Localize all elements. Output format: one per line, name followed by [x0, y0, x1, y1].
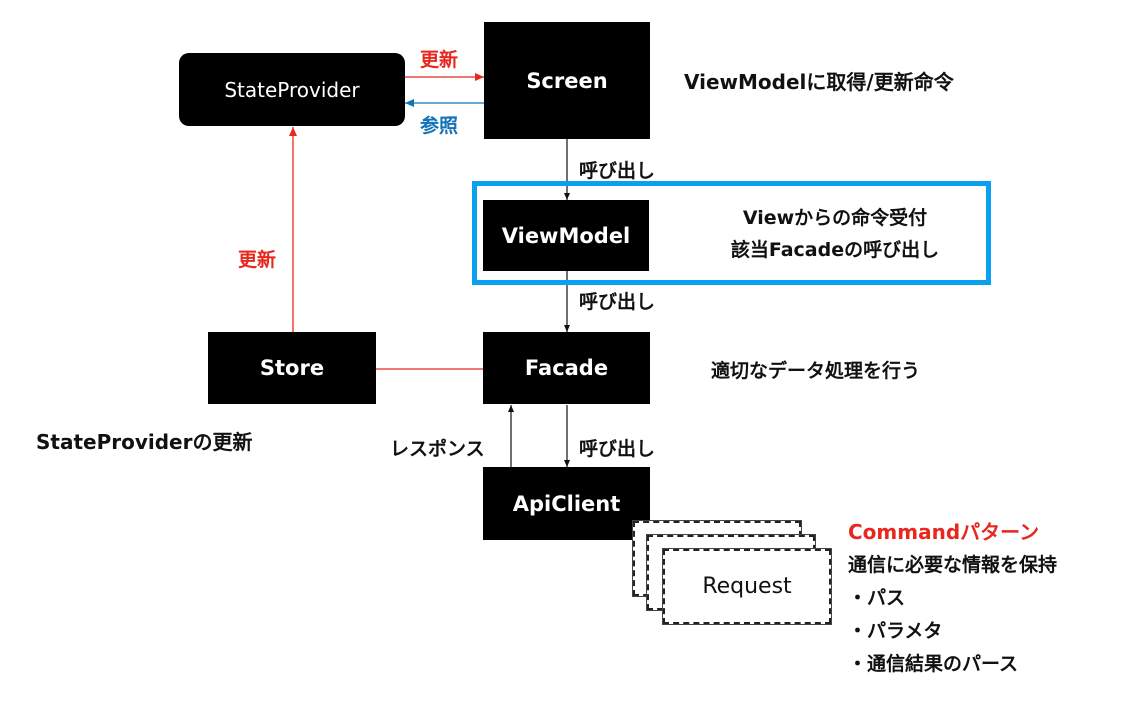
viewmodel-note-line1: Viewからの命令受付	[742, 207, 928, 229]
viewmodel-note: Viewからの命令受付 該当Facadeの呼び出し	[690, 202, 980, 266]
node-request-label: Request	[702, 574, 792, 599]
command-pattern-item: ・通信結果のパース	[848, 653, 1019, 675]
node-api-client[interactable]: ApiClient	[483, 467, 650, 540]
node-state-provider-label: StateProvider	[224, 77, 360, 102]
edge-label-facade-to-apiclient: 呼び出し	[579, 438, 656, 460]
node-facade[interactable]: Facade	[483, 332, 650, 404]
node-store[interactable]: Store	[208, 332, 376, 404]
node-state-provider[interactable]: StateProvider	[179, 53, 405, 126]
screen-note: ViewModelに取得/更新命令	[684, 70, 954, 94]
node-screen[interactable]: Screen	[484, 22, 650, 139]
store-note: StateProviderの更新	[36, 430, 253, 454]
edge-label-store-to-stateprovider: 更新	[238, 249, 277, 271]
viewmodel-note-line2: 該当Facadeの呼び出し	[730, 239, 940, 261]
command-pattern-item: ・パラメタ	[848, 620, 943, 642]
edge-label-update-to-screen: 更新	[420, 49, 459, 71]
node-api-client-label: ApiClient	[512, 491, 621, 516]
node-view-model-label: ViewModel	[501, 223, 631, 248]
node-facade-label: Facade	[524, 356, 609, 380]
edge-label-screen-to-viewmodel: 呼び出し	[579, 160, 656, 182]
edge-label-response: レスポンス	[390, 438, 485, 460]
node-screen-label: Screen	[526, 68, 608, 93]
edge-label-viewmodel-to-facade: 呼び出し	[579, 291, 656, 313]
command-pattern-note: Commandパターン 通信に必要な情報を保持 ・パス ・パラメタ ・通信結果の…	[848, 516, 1057, 681]
facade-note: 適切なデータ処理を行う	[711, 360, 921, 382]
node-store-label: Store	[259, 356, 325, 380]
node-request[interactable]: Request	[662, 548, 832, 625]
command-pattern-item: ・パス	[848, 587, 906, 609]
edge-label-reference: 参照	[420, 115, 459, 137]
command-pattern-title: Commandパターン	[848, 520, 1040, 544]
viewmodel-highlight-box	[472, 181, 991, 285]
node-view-model[interactable]: ViewModel	[483, 200, 649, 271]
command-pattern-description: 通信に必要な情報を保持	[848, 554, 1058, 576]
